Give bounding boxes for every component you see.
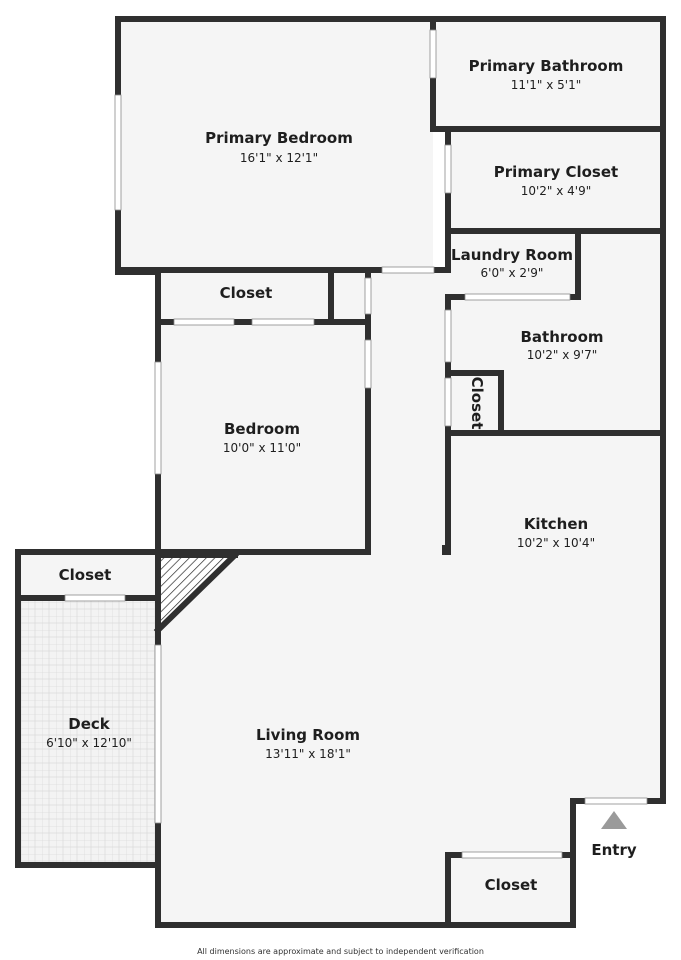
primary-closet-floor (448, 129, 663, 231)
door-primary-bath (429, 29, 437, 79)
door-hall-closet (364, 277, 372, 315)
door-entry (584, 797, 648, 805)
label-kitchen: Kitchen (524, 515, 588, 533)
deck-closet-floor (18, 552, 158, 598)
door-primary-bedroom (381, 266, 435, 274)
entry-closet-floor (448, 855, 573, 925)
label-bedroom-closet: Closet (220, 284, 273, 302)
label-living-room: Living Room (256, 726, 360, 744)
dims-primary-bathroom: 11'1" x 5'1" (511, 78, 582, 92)
window-primary-bedroom (114, 94, 122, 211)
label-primary-closet: Primary Closet (494, 163, 618, 181)
door-bath-closet (444, 377, 452, 427)
dims-bathroom: 10'2" x 9'7" (527, 348, 598, 362)
label-deck-closet: Closet (59, 566, 112, 584)
label-bedroom: Bedroom (224, 420, 300, 438)
primary-bedroom-floor (118, 19, 433, 270)
door-laundry (464, 293, 571, 301)
living-room-floor (158, 433, 663, 925)
label-bathroom: Bathroom (520, 328, 603, 346)
label-entry: Entry (591, 841, 636, 859)
label-laundry-room: Laundry Room (451, 246, 573, 264)
label-primary-bathroom: Primary Bathroom (469, 57, 624, 75)
hall-floor (368, 270, 450, 560)
door-bathroom (444, 309, 452, 363)
room-labels: Primary Bedroom 16'1" x 12'1" Primary Ba… (46, 57, 637, 894)
door-bedroom-closet-b (251, 318, 315, 326)
door-deck (154, 644, 162, 824)
bedroom-closet-floor (158, 272, 370, 324)
bedroom-floor (158, 322, 370, 552)
floor-fills (18, 19, 663, 925)
door-deck-closet (64, 594, 126, 602)
door-bedroom-closet-a (173, 318, 235, 326)
dims-kitchen: 10'2" x 10'4" (517, 536, 595, 550)
disclaimer-footer: All dimensions are approximate and subje… (197, 947, 484, 956)
dims-deck: 6'10" x 12'10" (46, 736, 132, 750)
dims-primary-closet: 10'2" x 4'9" (521, 184, 592, 198)
dims-bedroom: 10'0" x 11'0" (223, 441, 301, 455)
door-entry-closet (461, 851, 563, 859)
openings (64, 29, 648, 859)
dims-living-room: 13'11" x 18'1" (265, 747, 351, 761)
deck-surface (20, 600, 156, 863)
bathroom-floor (448, 233, 663, 433)
label-entry-closet: Closet (485, 876, 538, 894)
primary-bathroom-floor (433, 19, 663, 129)
window-bedroom (154, 361, 162, 475)
label-bath-closet: Closet (468, 377, 486, 430)
door-bedroom (364, 339, 372, 389)
entry-arrow-icon (601, 811, 627, 829)
label-primary-bedroom: Primary Bedroom (205, 129, 353, 147)
label-deck: Deck (68, 715, 111, 733)
dims-primary-bedroom: 16'1" x 12'1" (240, 151, 318, 165)
dims-laundry-room: 6'0" x 2'9" (481, 266, 544, 280)
door-primary-closet (444, 144, 452, 194)
